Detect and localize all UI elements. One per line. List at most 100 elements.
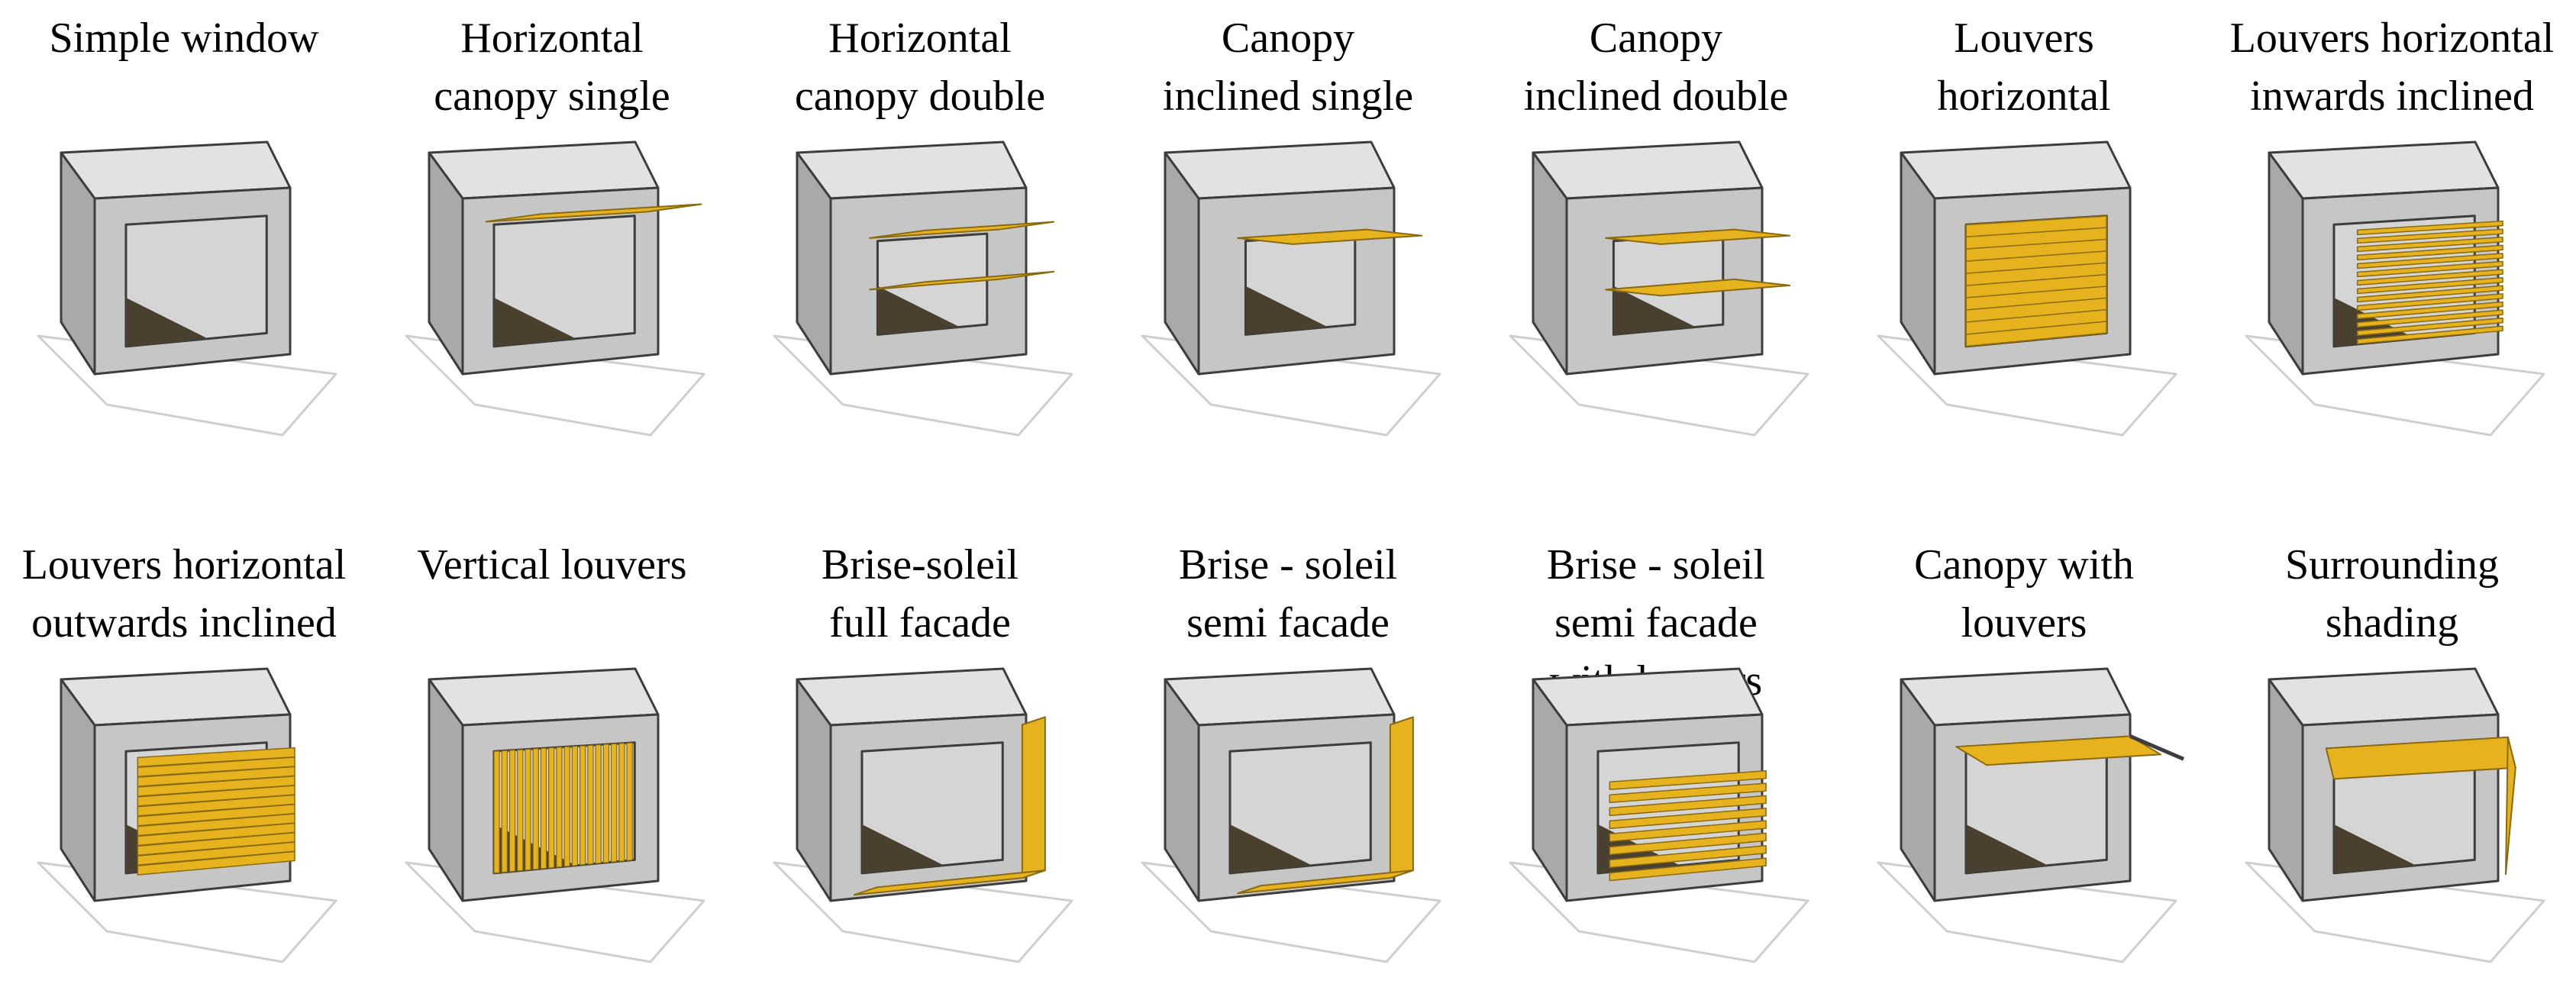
ground-footprint <box>1509 334 1809 437</box>
box-model-illustration <box>2245 140 2545 437</box>
canopy-slab <box>1605 278 1791 297</box>
ground-footprint <box>37 861 337 963</box>
louver-blade-vertical <box>508 749 516 873</box>
louver-blade <box>2356 317 2503 337</box>
canopy-support-arm <box>2129 734 2184 761</box>
ground-footprint <box>1141 334 1441 437</box>
louver-blade <box>2356 276 2503 295</box>
louver-blade-vertical <box>587 744 594 865</box>
box-model-illustration <box>1509 140 1809 437</box>
louver-blade-vertical <box>493 750 500 874</box>
louver-blade <box>1609 857 1767 882</box>
ground-footprint <box>1877 861 2177 963</box>
ground-footprint <box>2245 334 2545 437</box>
box-model-illustration <box>1509 667 1809 963</box>
louver-blade-vertical <box>548 747 555 869</box>
shading-panel-canopy-inclined-2: Canopy inclined double <box>1472 0 1840 473</box>
panel-label: Brise-soleil full facade <box>821 541 1019 647</box>
louver-blade-vertical <box>525 748 531 871</box>
shading-panel-canopy-louvers: Canopy with louvers <box>1840 527 2208 1000</box>
canopy-slab <box>1237 228 1423 245</box>
louver-blade-vertical <box>501 750 508 873</box>
louver-blade <box>1609 820 1767 843</box>
ground-footprint <box>1509 861 1809 963</box>
interior-floor-shadow <box>1245 285 1328 335</box>
louver-blade <box>1965 227 2107 237</box>
louver-blade <box>1609 795 1767 817</box>
louver-blade-vertical <box>579 745 586 866</box>
louver-blade <box>1965 273 2107 286</box>
brise-soleil-sill <box>1237 869 1414 895</box>
louver-blade <box>2356 220 2503 236</box>
louver-blade <box>1609 770 1767 790</box>
louver-blade <box>137 850 295 876</box>
ground-footprint <box>405 334 705 437</box>
louver-blade-vertical <box>540 747 547 869</box>
louver-blade <box>2356 237 2503 253</box>
interior-floor-shadow <box>1613 285 1696 335</box>
brise-soleil-sill <box>853 869 1046 896</box>
louver-blade-vertical <box>532 748 539 870</box>
shading-types-figure: Simple window Horizontal canopy single Hor… <box>0 0 2576 963</box>
canopy-slab <box>485 203 702 223</box>
shading-panel-louvers-h: Louvers horizontal <box>1840 0 2208 473</box>
box-model-illustration <box>1877 667 2184 963</box>
canopy-louver-panel <box>1955 735 2161 766</box>
louver-blade-vertical <box>595 744 602 864</box>
louver-blade <box>2356 293 2503 311</box>
louver-screen <box>1964 215 2108 347</box>
panel-label: Simple window <box>49 15 319 62</box>
shading-panel-brise-semi: Brise - soleil semi facade <box>1104 527 1472 1000</box>
louver-blade <box>1609 808 1767 830</box>
panel-label: Horizontal canopy double <box>794 15 1046 120</box>
louver-blade <box>1609 782 1767 804</box>
box-model-illustration <box>405 140 705 437</box>
interior-floor-shadow <box>125 298 208 347</box>
shading-panel-none: Simple window <box>0 0 368 473</box>
louver-blade <box>1965 308 2107 323</box>
louver-blade <box>1965 238 2107 250</box>
figure-row-top: Simple window Horizontal canopy single Hor… <box>0 0 2576 473</box>
louver-blade <box>2356 301 2503 320</box>
box-model-illustration <box>773 140 1073 437</box>
shading-panel-canopy-2: Horizontal canopy double <box>736 0 1104 473</box>
shading-panel-louvers-h-in: Louvers horizontal inwards inclined <box>2208 0 2576 473</box>
shading-panel-canopy: Horizontal canopy single <box>368 0 736 473</box>
louver-blade <box>2356 285 2503 303</box>
panel-label: Surrounding shading <box>2285 541 2499 647</box>
louver-blade <box>1609 845 1767 869</box>
panel-label: Brise - soleil semi facade <box>1178 541 1398 647</box>
shading-panel-surrounding: Surrounding shading <box>2208 527 2576 1000</box>
box-model-illustration <box>37 140 337 437</box>
interior-floor-shadow <box>2333 824 2416 873</box>
ground-footprint <box>773 334 1073 437</box>
louver-blade <box>1965 285 2107 298</box>
panel-label: Canopy with louvers <box>1914 541 2134 647</box>
box-model-illustration <box>1141 667 1441 963</box>
panel-label: Vertical louvers <box>417 541 687 589</box>
louver-blade <box>2356 244 2503 261</box>
louver-blade-vertical <box>563 746 570 867</box>
louver-blade-vertical <box>556 747 563 868</box>
shading-panel-brise-semi-louvers: Brise - soleil semi facade with louvers <box>1472 527 1840 1000</box>
interior-floor-shadow <box>493 298 576 347</box>
louver-blade-vertical <box>618 743 625 862</box>
interior-floor-shadow <box>1965 824 2048 873</box>
louver-blade-vertical <box>517 749 524 872</box>
louver-blade <box>2356 325 2503 345</box>
louver-blade <box>1965 321 2107 335</box>
ground-footprint <box>773 861 1073 963</box>
interior-floor-shadow <box>1229 824 1312 873</box>
panel-label: Canopy inclined single <box>1162 15 1414 120</box>
ground-footprint <box>37 334 337 437</box>
interior-floor-shadow <box>861 824 944 873</box>
louver-blade-vertical <box>610 743 618 863</box>
canopy-slab <box>1605 228 1791 245</box>
ground-footprint <box>1877 334 2177 437</box>
brise-soleil-fin <box>1389 716 1414 879</box>
louver-blade <box>2356 253 2503 269</box>
box-model-illustration <box>37 667 337 963</box>
box-model-illustration <box>405 667 705 963</box>
box-model-illustration <box>773 667 1073 963</box>
